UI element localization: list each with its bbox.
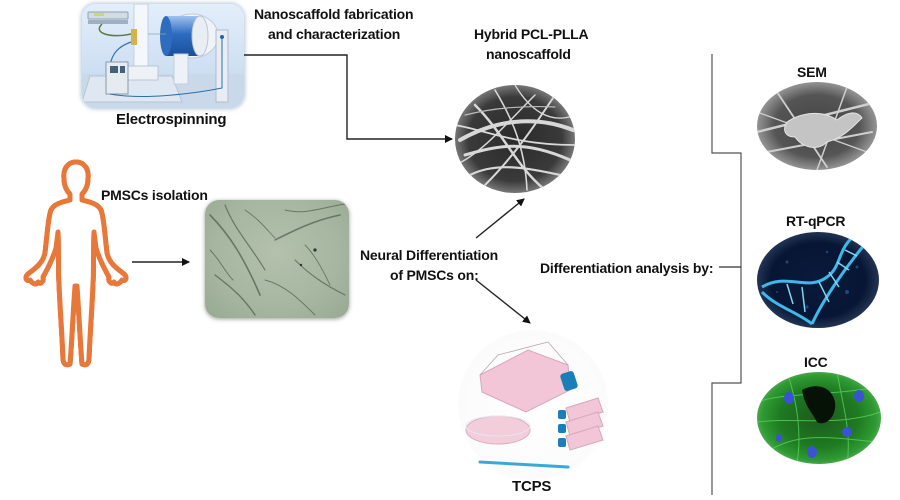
neural-differentiation-line2: of PMSCs on:	[390, 267, 479, 283]
to-scaffold-arrow	[475, 198, 525, 239]
nanoscaffold-image	[455, 85, 575, 193]
fabrication-label-line2: and characterization	[268, 26, 401, 42]
dna-helix-icon	[760, 232, 867, 326]
neural-differentiation-line1: Neural Differentiation	[360, 247, 498, 263]
electrospinning-label: Electrospinning	[116, 111, 227, 128]
scaffold-label-line2: nanoscaffold	[486, 46, 571, 62]
spindle-cells-icon	[209, 203, 346, 316]
sem-image	[757, 82, 877, 170]
nanofiber-mesh-icon	[455, 85, 575, 192]
electrospinning-image	[82, 4, 244, 108]
icc-image	[757, 372, 881, 464]
to-tcps-arrow	[475, 279, 531, 324]
analysis-label: Differentiation analysis by:	[540, 260, 714, 276]
human-silhouette-icon	[18, 159, 136, 373]
culture-flasks-icon	[465, 341, 604, 469]
electrospinning-apparatus-icon	[82, 4, 244, 108]
rtqpcr-label: RT-qPCR	[786, 213, 846, 229]
scaffold-label-line1: Hybrid PCL-PLLA	[474, 26, 589, 42]
icc-label: ICC	[804, 354, 828, 370]
fabrication-label-line1: Nanoscaffold fabrication	[254, 6, 414, 22]
tcps-image	[458, 330, 608, 480]
fabrication-connector-arrow	[244, 54, 453, 143]
analysis-bracket	[711, 54, 742, 495]
isolation-label: PMSCs isolation	[101, 187, 208, 203]
rtqpcr-image	[757, 232, 879, 328]
immunofluorescence-cells-icon	[757, 372, 881, 464]
sem-label: SEM	[797, 64, 827, 80]
cell-culture-image	[205, 200, 349, 318]
cell-on-fibers-icon	[757, 86, 877, 170]
tcps-label: TCPS	[512, 478, 552, 495]
